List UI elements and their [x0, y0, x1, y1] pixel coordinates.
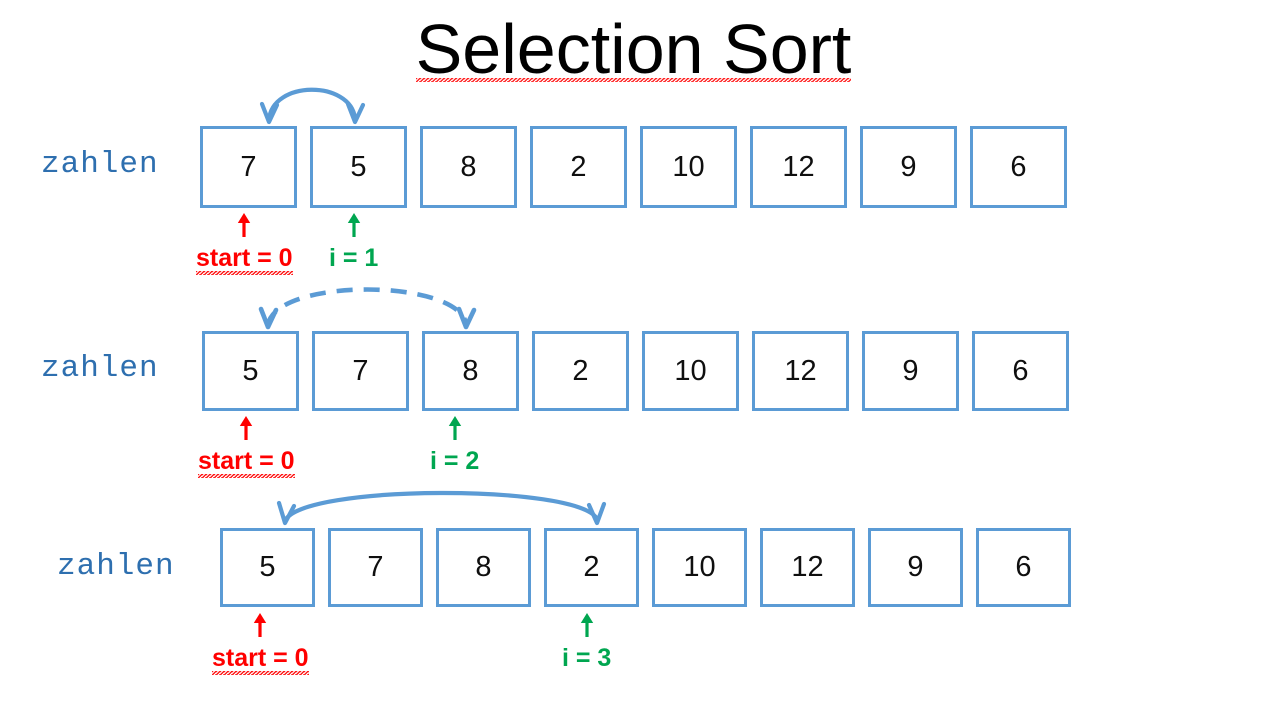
array-cell[interactable]: 2 — [532, 331, 629, 411]
array-cell[interactable]: 10 — [642, 331, 739, 411]
start-pointer-3: start = 0 — [212, 612, 309, 675]
array-cell[interactable]: 12 — [750, 126, 847, 208]
array-cell[interactable]: 7 — [312, 331, 409, 411]
array-cell[interactable]: 9 — [862, 331, 959, 411]
array-cell[interactable]: 6 — [976, 528, 1071, 607]
array-cell[interactable]: 10 — [652, 528, 747, 607]
array-cell[interactable]: 2 — [530, 126, 627, 208]
up-arrow-icon — [579, 612, 595, 642]
array-cell[interactable]: 10 — [640, 126, 737, 208]
up-arrow-icon — [346, 212, 362, 242]
array-cell[interactable]: 2 — [544, 528, 639, 607]
array-cell[interactable]: 8 — [422, 331, 519, 411]
array-cell[interactable]: 7 — [200, 126, 297, 208]
page-title-text: Selection Sort — [415, 10, 852, 88]
up-arrow-icon — [238, 415, 254, 445]
array-cell[interactable]: 5 — [310, 126, 407, 208]
start-pointer-label-2: start = 0 — [198, 447, 295, 478]
array-cells-2: 5 7 8 2 10 12 9 6 — [202, 331, 1069, 411]
array-cell[interactable]: 8 — [436, 528, 531, 607]
i-pointer-3: i = 3 — [562, 612, 611, 671]
array-cell[interactable]: 9 — [868, 528, 963, 607]
up-arrow-icon — [447, 415, 463, 445]
array-cells-3: 5 7 8 2 10 12 9 6 — [220, 528, 1071, 607]
swap-arrow-row-2 — [258, 287, 477, 330]
array-cell[interactable]: 6 — [970, 126, 1067, 208]
start-pointer-label-3: start = 0 — [212, 644, 309, 675]
array-cell[interactable]: 12 — [752, 331, 849, 411]
up-arrow-icon — [252, 612, 268, 642]
swap-arrow-row-1 — [259, 87, 366, 125]
swap-arrow-row-3 — [276, 490, 607, 526]
up-arrow-icon — [236, 212, 252, 242]
i-pointer-1: i = 1 — [329, 212, 378, 271]
array-cell[interactable]: 8 — [420, 126, 517, 208]
array-cell[interactable]: 12 — [760, 528, 855, 607]
i-pointer-2: i = 2 — [430, 415, 479, 474]
array-cell[interactable]: 5 — [220, 528, 315, 607]
array-cell[interactable]: 7 — [328, 528, 423, 607]
start-pointer-label-1: start = 0 — [196, 244, 293, 275]
row-label-1: zahlen — [41, 147, 159, 182]
start-pointer-1: start = 0 — [196, 212, 293, 275]
page-title: Selection Sort — [0, 14, 1267, 84]
i-pointer-label-3: i = 3 — [562, 644, 612, 672]
array-cell[interactable]: 6 — [972, 331, 1069, 411]
row-label-2: zahlen — [41, 351, 159, 386]
array-cell[interactable]: 9 — [860, 126, 957, 208]
start-pointer-2: start = 0 — [198, 415, 295, 478]
i-pointer-label-2: i = 2 — [430, 447, 480, 475]
row-label-3: zahlen — [57, 549, 175, 584]
i-pointer-label-1: i = 1 — [329, 244, 379, 272]
array-cell[interactable]: 5 — [202, 331, 299, 411]
array-cells-1: 7 5 8 2 10 12 9 6 — [200, 126, 1067, 208]
